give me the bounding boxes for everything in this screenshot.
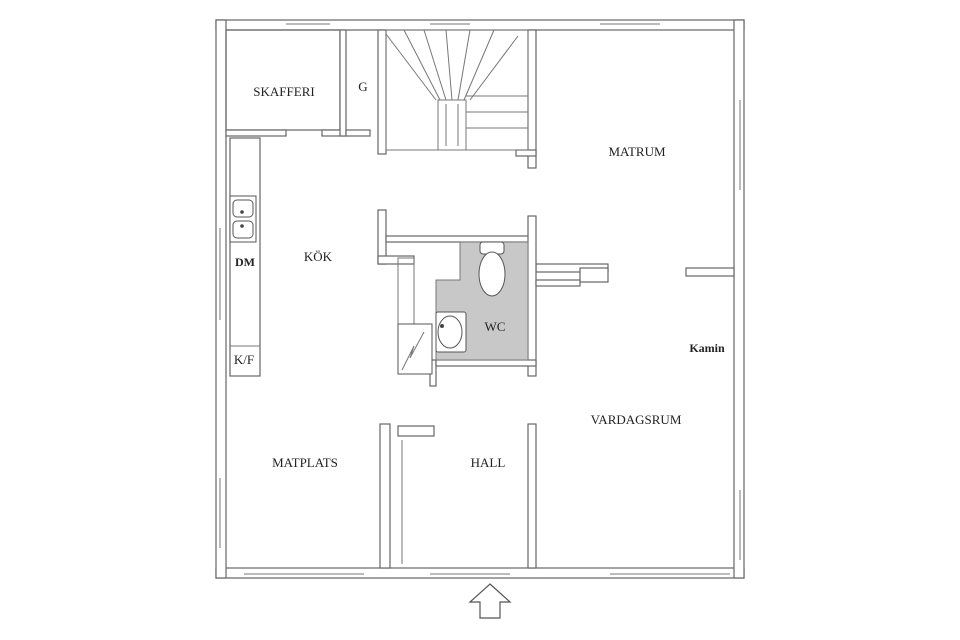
label-skafferi: SKAFFERI [253,84,314,99]
room-labels: SKAFFERI G MATRUM KÖK DM K/F WC Kamin VA… [234,79,725,470]
toilet-icon [478,241,506,297]
label-kf: K/F [234,352,254,367]
double-sink-icon [229,195,257,243]
interior-walls [225,29,735,569]
entrance-arrow-icon [468,583,512,619]
outer-walls [215,19,745,579]
label-hall: HALL [471,455,506,470]
label-wc: WC [485,319,506,334]
staircase-icon [385,29,529,151]
washbasin-icon [435,311,467,353]
label-dm: DM [235,255,255,269]
label-matplats: MATPLATS [272,455,338,470]
label-matrum: MATRUM [608,144,666,159]
electrical-cabinet [397,257,433,375]
label-kamin: Kamin [689,341,725,355]
label-kok: KÖK [304,249,333,264]
label-g: G [358,79,367,94]
label-vardagsrum: VARDAGSRUM [591,412,682,427]
